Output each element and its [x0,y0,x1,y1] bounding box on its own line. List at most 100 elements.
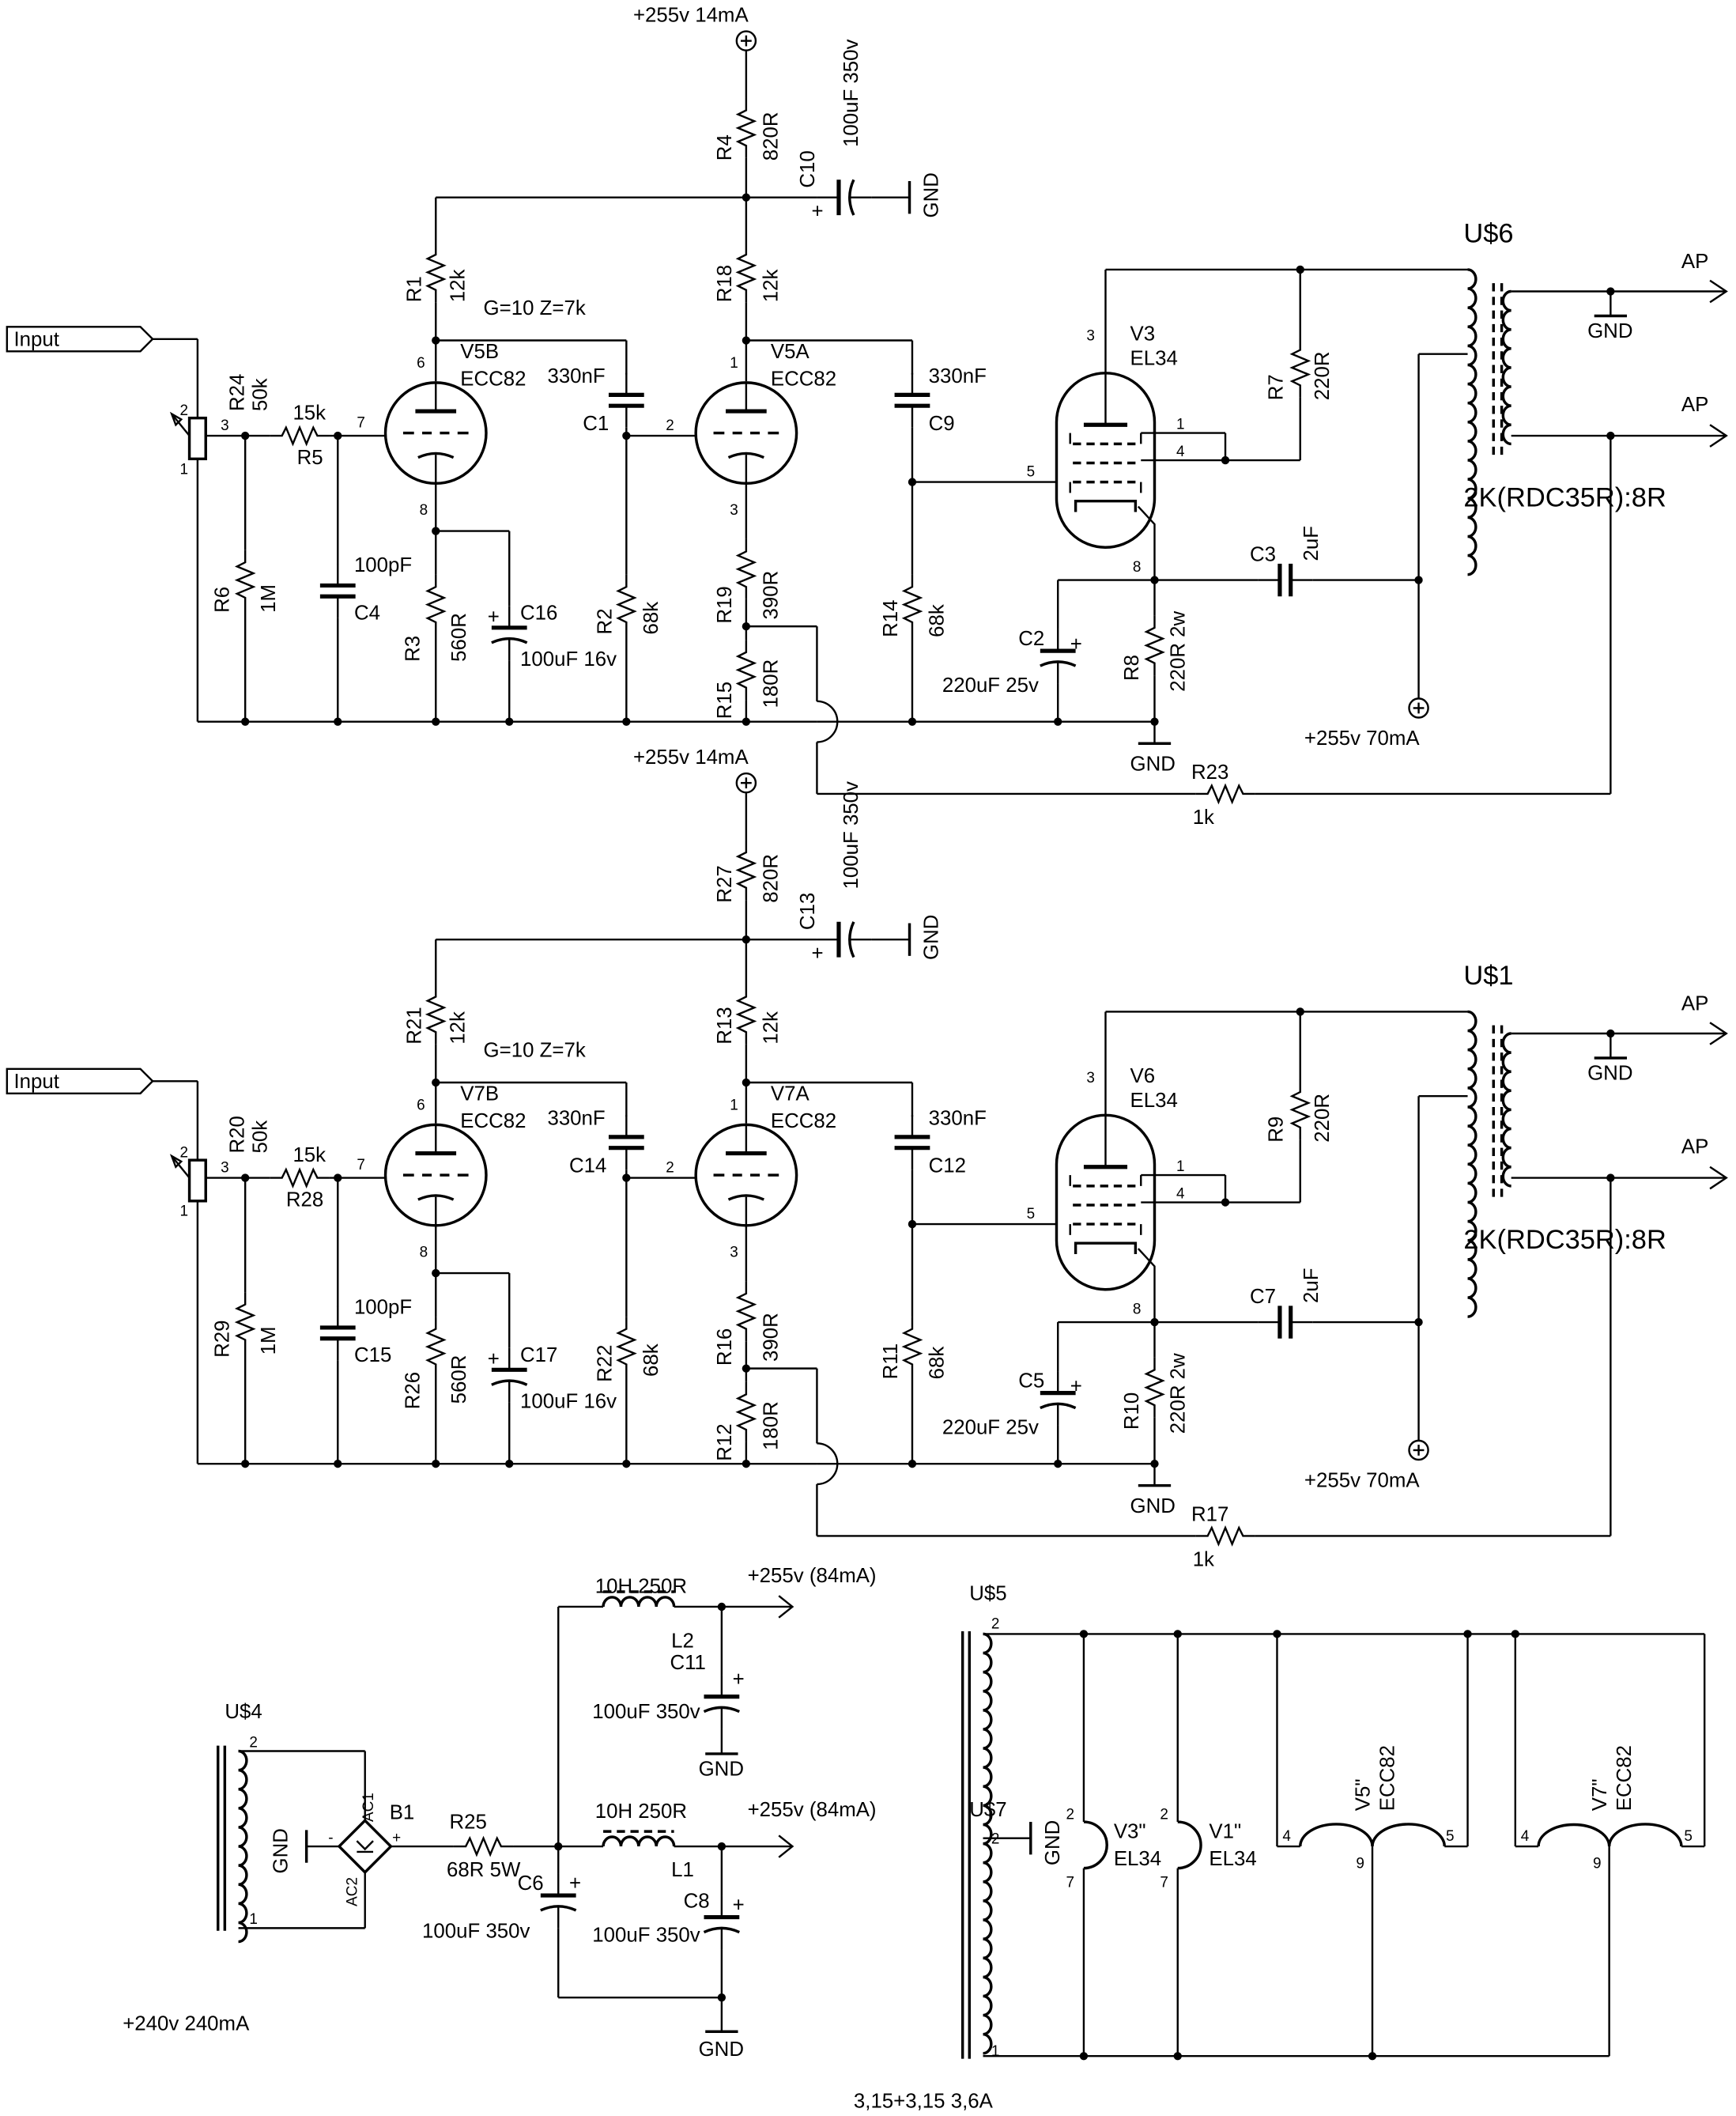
svg-text:1: 1 [730,1097,738,1113]
gnd-label: GND [1587,320,1632,342]
r21-value: 12k [447,1011,469,1045]
r8-value: 220R 2w [1167,610,1189,691]
svg-text:8: 8 [420,502,428,519]
svg-text:7: 7 [1066,1875,1075,1891]
c4-value: 100pF [354,554,412,576]
svg-text:8: 8 [1133,559,1142,576]
svg-text:2: 2 [180,1145,189,1162]
c12-value: 330nF [929,1107,987,1129]
c14-value: 330nF [547,1107,605,1129]
channel-2: +255v 14mA R27 820R + C13 100uF 350v GND… [6,746,1728,1570]
v7h-label: V7" [1589,1779,1611,1812]
svg-text:4: 4 [1282,1828,1291,1845]
u7-label: U$7 [969,1799,1006,1821]
v5h-type: ECC82 [1377,1745,1399,1811]
supply-70-label: +255v 70mA [1304,1469,1421,1491]
v7a-label: V7A [771,1083,810,1105]
svg-text:+: + [812,943,824,965]
c17-value: 100uF 16v [520,1391,617,1413]
r25-label: R25 [449,1812,486,1834]
c13-label: C13 [797,893,819,930]
c16-value: 100uF 16v [520,648,617,671]
r17-label: R17 [1191,1503,1228,1525]
u4-label: U$4 [225,1701,262,1723]
input-label: Input [13,1071,58,1093]
c13-value: 100uF 350v [840,781,862,890]
svg-text:+: + [488,606,500,629]
svg-text:2: 2 [666,1160,674,1177]
b1-label: B1 [390,1802,415,1824]
svg-text:+: + [1070,633,1082,656]
r7-label: R7 [1265,374,1287,400]
c9-value: 330nF [929,365,987,387]
svg-text:6: 6 [417,1097,425,1113]
v1h-type: EL34 [1209,1848,1256,1870]
c6-value: 100uF 350v [422,1920,530,1942]
c16-label: C16 [520,603,557,625]
c17-label: C17 [520,1344,557,1366]
c10-value: 100uF 350v [840,39,862,147]
svg-text:9: 9 [1356,1856,1364,1872]
v3h-type: EL34 [1114,1848,1161,1870]
svg-text:+: + [1070,1376,1082,1398]
c7-value: 2uF [1300,1268,1323,1303]
svg-text:1: 1 [730,355,738,372]
l2-value: 10H 250R [595,1576,687,1598]
l2-label: L2 [671,1630,694,1653]
svg-text:4: 4 [1176,444,1185,460]
v7b-label: V7B [460,1083,499,1105]
r22-label: R22 [594,1344,616,1381]
c11-value: 100uF 350v [592,1701,700,1723]
c2-label: C2 [1018,628,1044,650]
svg-text:6: 6 [417,355,425,372]
r5-value: 15k [292,402,326,424]
r10-label: R10 [1121,1392,1143,1430]
svg-text:+: + [488,1348,500,1370]
svg-text:2: 2 [991,1616,1000,1633]
svg-text:2: 2 [249,1734,258,1751]
svg-text:2: 2 [991,1831,1000,1848]
r1-value: 12k [447,270,469,303]
c1-value: 330nF [547,365,605,387]
svg-text:1: 1 [1176,416,1185,433]
r17-value: 1k [1193,1548,1214,1570]
c6-label: C6 [518,1872,544,1895]
v3h-label: V3" [1114,1821,1146,1843]
supply-label: +255v 14mA [633,746,749,769]
r13-value: 12k [760,1011,782,1045]
c3-label: C3 [1250,543,1276,565]
c2-value: 220uF 25v [942,674,1039,697]
r20-label: R20 [226,1116,248,1153]
svg-text:5: 5 [1446,1828,1455,1845]
ap-label: AP [1681,1136,1708,1158]
r14-label: R14 [880,600,902,637]
v6-type: EL34 [1130,1090,1177,1112]
heater-rating: 3,15+3,15 3,6A [854,2091,994,2113]
svg-text:AC1: AC1 [360,1793,377,1822]
gnd-label: GND [921,172,943,217]
gnd-label: GND [699,2039,744,2061]
svg-text:7: 7 [1160,1875,1168,1891]
v5h-label: V5" [1353,1779,1375,1812]
ap-label: AP [1681,993,1708,1015]
l1-label: L1 [671,1859,694,1881]
r2-label: R2 [594,608,616,634]
svg-text:7: 7 [357,1157,365,1173]
r18-value: 12k [760,270,782,303]
r14-value: 68k [926,604,949,637]
r24-label: R24 [226,374,248,411]
gnd-label: GND [921,915,943,960]
r20-value: 50k [250,1120,272,1154]
svg-text:1: 1 [180,461,189,478]
r12-label: R12 [714,1423,736,1460]
svg-text:5: 5 [1027,464,1036,481]
svg-text:7: 7 [357,415,365,432]
r6-label: R6 [212,587,234,613]
v7h-type: ECC82 [1613,1745,1636,1811]
otx-label: U$6 [1463,219,1513,249]
svg-text:3: 3 [1086,1070,1095,1086]
svg-text:2: 2 [1066,1807,1075,1823]
l1-value: 10H 250R [595,1800,687,1823]
gnd-label: GND [1042,1820,1064,1865]
r7-value: 220R [1311,352,1334,401]
